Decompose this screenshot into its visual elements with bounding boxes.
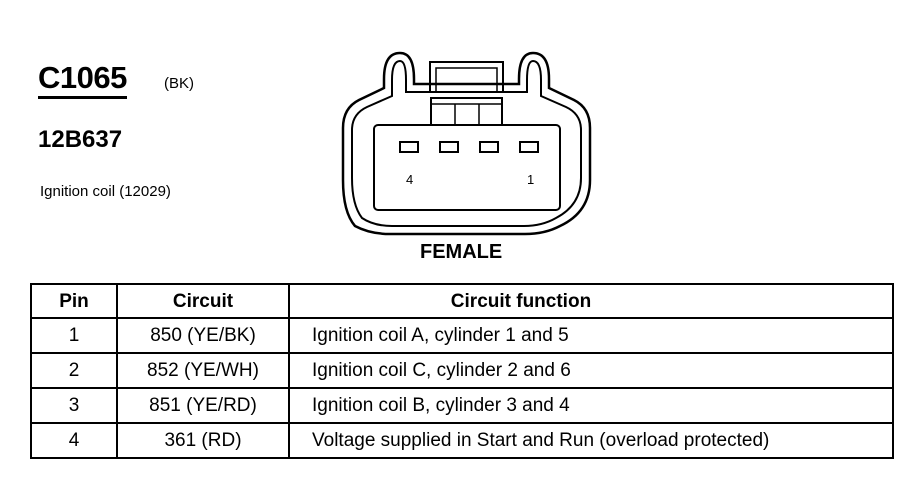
key-latch — [430, 97, 503, 126]
pin-cell: 4 — [30, 422, 118, 459]
pin-cavity-area — [373, 124, 561, 211]
pin-1-terminal — [519, 141, 539, 153]
circuit-cell: 852 (YE/WH) — [116, 352, 290, 389]
header-circuit: Circuit — [116, 283, 290, 319]
function-cell: Ignition coil C, cylinder 2 and 6 — [288, 352, 894, 389]
pin-3-terminal — [439, 141, 459, 153]
header-pin: Pin — [30, 283, 118, 319]
table-header-row: Pin Circuit Circuit function — [30, 283, 894, 319]
pin-cell: 2 — [30, 352, 118, 389]
connector-id: C1065 — [38, 62, 127, 99]
table-row: 4 361 (RD) Voltage supplied in Start and… — [30, 422, 894, 459]
pin-cell: 1 — [30, 317, 118, 354]
table-row: 3 851 (YE/RD) Ignition coil B, cylinder … — [30, 387, 894, 424]
locking-tab — [429, 61, 504, 93]
pin-2-terminal — [479, 141, 499, 153]
table-row: 1 850 (YE/BK) Ignition coil A, cylinder … — [30, 317, 894, 354]
circuit-cell: 361 (RD) — [116, 422, 290, 459]
connector-face-diagram: 4 1 — [341, 51, 592, 236]
circuit-cell: 851 (YE/RD) — [116, 387, 290, 424]
connector-color-code: (BK) — [164, 75, 194, 92]
connector-inner-housing — [351, 59, 582, 227]
table-row: 2 852 (YE/WH) Ignition coil C, cylinder … — [30, 352, 894, 389]
component-description: Ignition coil (12029) — [40, 183, 171, 200]
connector-gender-label: FEMALE — [420, 241, 503, 263]
pin-label-left: 4 — [406, 172, 413, 187]
pin-cell: 3 — [30, 387, 118, 424]
pinout-table: Pin Circuit Circuit function 1 850 (YE/B… — [30, 283, 894, 459]
pin-4-terminal — [399, 141, 419, 153]
function-cell: Ignition coil B, cylinder 3 and 4 — [288, 387, 894, 424]
function-cell: Voltage supplied in Start and Run (overl… — [288, 422, 894, 459]
part-number: 12B637 — [38, 126, 123, 153]
circuit-cell: 850 (YE/BK) — [116, 317, 290, 354]
connector-outer-housing — [341, 51, 592, 236]
header-circuit-function: Circuit function — [288, 283, 894, 319]
pin-label-right: 1 — [527, 172, 534, 187]
function-cell: Ignition coil A, cylinder 1 and 5 — [288, 317, 894, 354]
locking-tab-inner — [435, 67, 498, 93]
